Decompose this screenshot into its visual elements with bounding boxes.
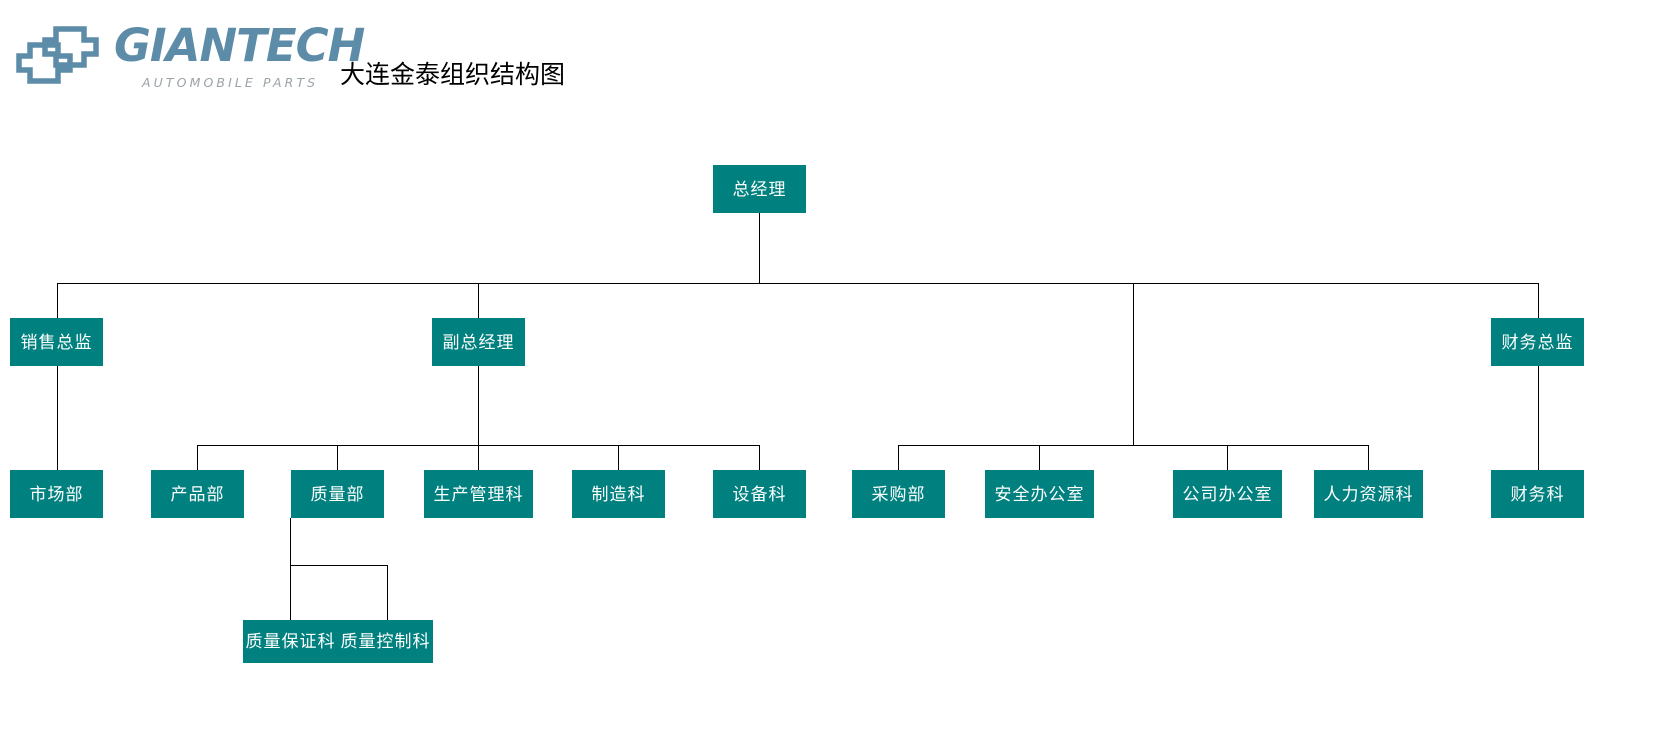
connector-drop-finance-director <box>1538 283 1540 318</box>
node-manufacturing-section[interactable]: 制造科 <box>572 470 665 518</box>
logo-wordmark: GIANTECH <box>114 19 365 72</box>
connector-gm-stem <box>759 213 761 283</box>
page-header: GIANTECH AUTOMOBILE PARTS 大连金泰组织结构图 <box>0 0 1674 120</box>
connector-drop-quality-assurance <box>290 565 292 620</box>
connector-drop-company-office <box>1227 445 1229 470</box>
connector-level3-right-bus <box>898 445 1368 447</box>
node-sales-director[interactable]: 销售总监 <box>10 318 103 366</box>
node-deputy-general-manager[interactable]: 副总经理 <box>432 318 525 366</box>
connector-drop-deputy-gm <box>478 283 480 318</box>
connector-drop-quality <box>337 445 339 470</box>
node-general-manager[interactable]: 总经理 <box>713 165 806 213</box>
node-purchasing-department[interactable]: 采购部 <box>852 470 945 518</box>
connector-drop-product <box>197 445 199 470</box>
node-quality-control-section[interactable]: 质量控制科 <box>338 620 433 663</box>
node-human-resources-section[interactable]: 人力资源科 <box>1314 470 1423 518</box>
connector-drop-purchasing <box>898 445 900 470</box>
node-equipment-section[interactable]: 设备科 <box>713 470 806 518</box>
connector-drop-production-management <box>478 445 480 470</box>
node-quality-assurance-section[interactable]: 质量保证科 <box>243 620 338 663</box>
connector-quality-stem <box>290 518 292 565</box>
connector-drop-sales-director <box>57 283 59 318</box>
node-safety-office[interactable]: 安全办公室 <box>985 470 1094 518</box>
connector-deputy-gm-stem <box>478 366 480 445</box>
page-title: 大连金泰组织结构图 <box>340 62 566 89</box>
node-finance-section[interactable]: 财务科 <box>1491 470 1584 518</box>
connector-drop-equipment <box>759 445 761 470</box>
connector-drop-safety-office <box>1039 445 1041 470</box>
connector-level2-bus <box>57 283 1539 285</box>
node-production-management-section[interactable]: 生产管理科 <box>424 470 533 518</box>
node-product-department[interactable]: 产品部 <box>151 470 244 518</box>
company-logo: GIANTECH AUTOMOBILE PARTS <box>14 18 365 100</box>
giantech-interlocking-cross-logo-icon <box>14 24 110 86</box>
node-quality-department[interactable]: 质量部 <box>291 470 384 518</box>
node-marketing-department[interactable]: 市场部 <box>10 470 103 518</box>
node-company-office[interactable]: 公司办公室 <box>1173 470 1282 518</box>
connector-drop-admin-hub <box>1133 283 1135 445</box>
logo-tagline: AUTOMOBILE PARTS <box>142 75 319 90</box>
connector-sales-director-to-marketing <box>57 366 59 470</box>
node-finance-director[interactable]: 财务总监 <box>1491 318 1584 366</box>
connector-drop-hr <box>1368 445 1370 470</box>
connector-finance-director-to-finance <box>1538 366 1540 470</box>
connector-drop-manufacturing <box>618 445 620 470</box>
connector-drop-quality-control <box>387 565 389 620</box>
connector-level4-bus <box>290 565 388 567</box>
